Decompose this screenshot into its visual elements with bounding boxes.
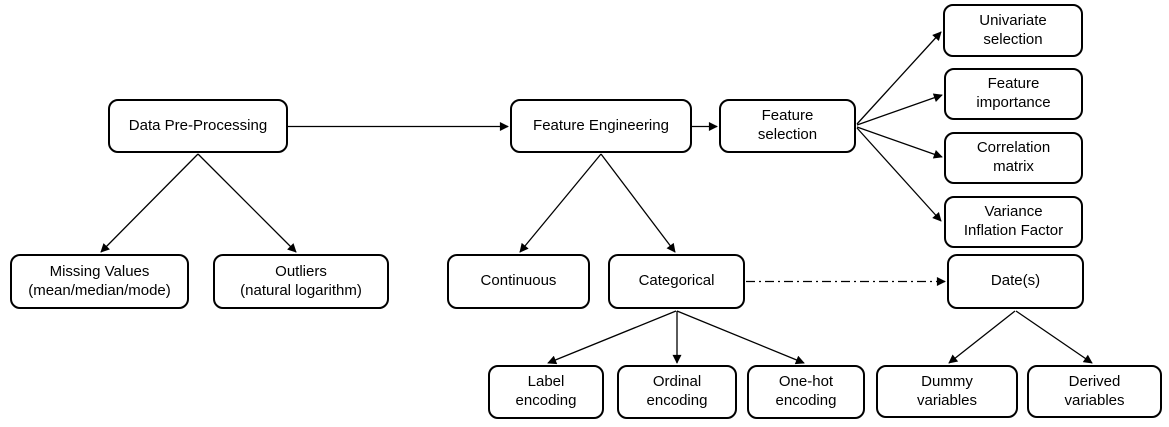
edge-arrow-dates-to-derived-variables xyxy=(1015,310,1093,364)
node-label: Dummy variables xyxy=(916,372,978,409)
node-label: Missing Values (mean/median/mode) xyxy=(28,262,171,299)
node-variance-inflation-factor: Variance Inflation Factor xyxy=(944,196,1083,248)
node-data-pre-processing: Data Pre-Processing xyxy=(108,99,288,153)
node-one-hot-encoding: One-hot encoding xyxy=(747,365,865,419)
edge-arrow-feature-engineering-to-categorical xyxy=(600,153,676,253)
node-label: Feature selection xyxy=(757,107,818,143)
node-ordinal-encoding: Ordinal encoding xyxy=(617,365,737,419)
node-dates: Date(s) xyxy=(947,254,1084,309)
edge-arrow-feature-selection-to-variance-inflation-factor xyxy=(856,127,942,222)
node-derived-variables: Derived variables xyxy=(1027,365,1162,418)
edge-arrow-dates-to-dummy-variables xyxy=(948,310,1016,364)
node-label-encoding: Label encoding xyxy=(488,365,604,419)
edge-arrow-categorical-to-label-encoding xyxy=(547,310,677,365)
edge-arrow-data-pre-processing-to-outliers xyxy=(197,153,297,253)
node-label: Variance Inflation Factor xyxy=(963,203,1064,239)
node-label: Categorical xyxy=(638,272,715,290)
node-label: Feature Engineering xyxy=(533,116,669,134)
node-label: Derived variables xyxy=(1064,372,1125,409)
node-feature-engineering: Feature Engineering xyxy=(510,99,692,153)
node-label: Outliers (natural logarithm) xyxy=(240,262,362,299)
node-feature-importance: Feature importance xyxy=(944,68,1083,120)
node-label: Feature importance xyxy=(976,75,1051,111)
node-label: Label encoding xyxy=(515,373,577,409)
node-label: Univariate selection xyxy=(979,11,1047,48)
node-label: Data Pre-Processing xyxy=(128,116,268,134)
node-feature-selection: Feature selection xyxy=(719,99,856,153)
edge-arrow-feature-engineering-to-continuous xyxy=(519,153,602,253)
node-dummy-variables: Dummy variables xyxy=(876,365,1018,418)
edge-arrow-feature-selection-to-feature-importance xyxy=(856,93,943,126)
edge-arrow-feature-selection-to-univariate-selection xyxy=(856,31,942,125)
edge-arrow-feature-selection-to-correlation-matrix xyxy=(856,126,943,159)
node-correlation-matrix: Correlation matrix xyxy=(944,132,1083,184)
node-continuous: Continuous xyxy=(447,254,590,309)
node-label: One-hot encoding xyxy=(775,373,837,409)
edge-arrow-categorical-to-one-hot-encoding xyxy=(676,310,805,365)
node-label: Correlation matrix xyxy=(976,139,1051,175)
node-label: Continuous xyxy=(480,272,557,290)
node-label: Ordinal encoding xyxy=(646,373,708,409)
node-categorical: Categorical xyxy=(608,254,745,309)
node-missing-values: Missing Values (mean/median/mode) xyxy=(10,254,189,309)
node-outliers: Outliers (natural logarithm) xyxy=(213,254,389,309)
edge-arrow-data-pre-processing-to-missing-values xyxy=(100,153,199,253)
node-label: Date(s) xyxy=(990,272,1041,290)
node-univariate-selection: Univariate selection xyxy=(943,4,1083,57)
